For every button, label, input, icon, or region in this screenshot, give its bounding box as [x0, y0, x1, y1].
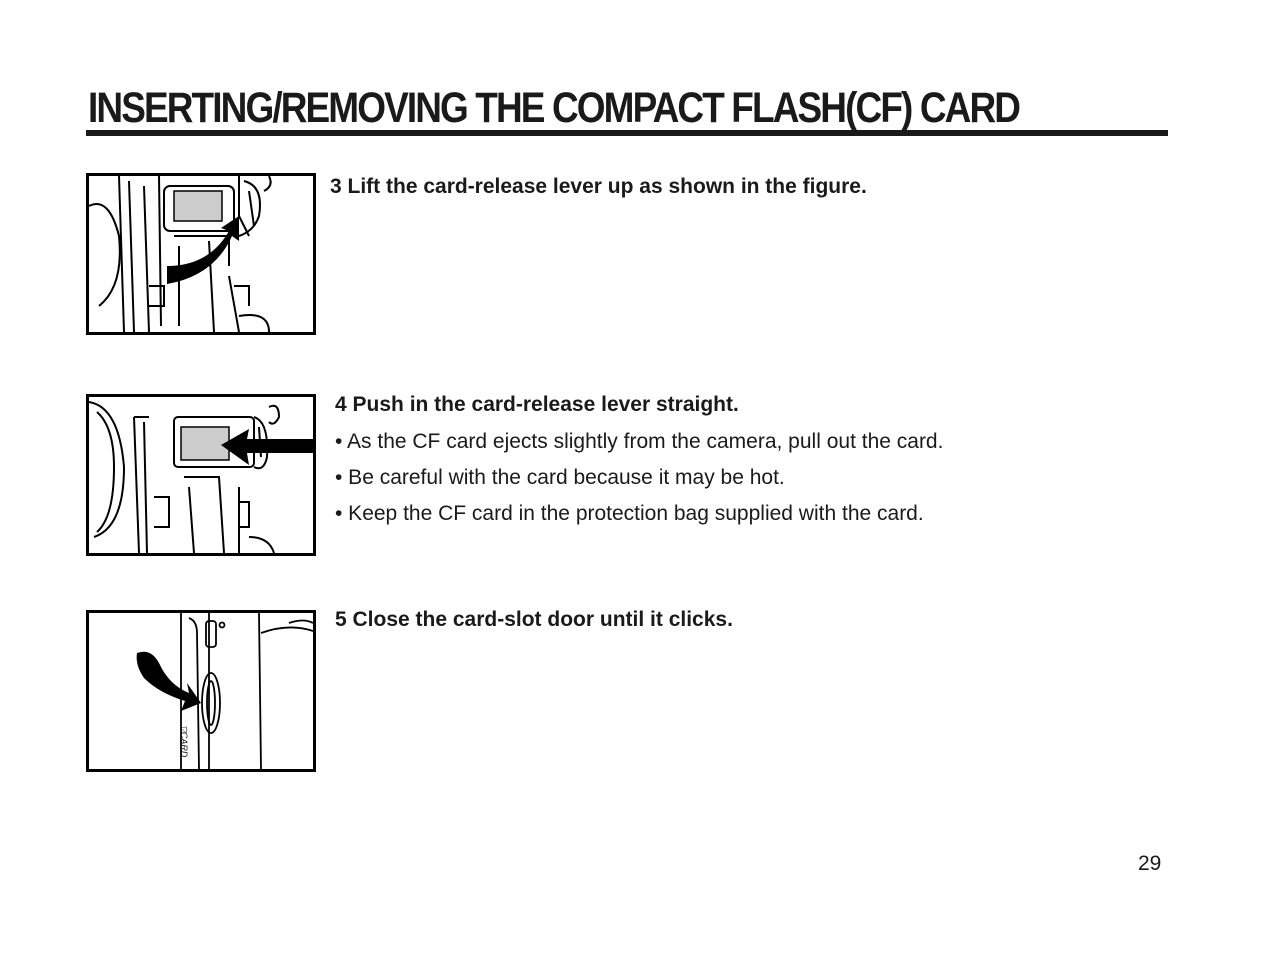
figure-step-5: ▽CARD: [86, 610, 316, 772]
camera-push-lever-illustration: [89, 401, 313, 553]
camera-close-door-illustration: [136, 613, 313, 769]
step-4-heading: 4 Push in the card-release lever straigh…: [335, 393, 739, 416]
figure-step-4: [86, 394, 316, 556]
figure-step-3: [86, 173, 316, 335]
step-4-bullet-1: • As the CF card ejects slightly from th…: [335, 430, 944, 453]
card-label: ▽CARD: [179, 725, 189, 758]
step-3-heading: 3 Lift the card-release lever up as show…: [330, 175, 867, 198]
step-5-heading: 5 Close the card-slot door until it clic…: [335, 608, 733, 631]
page-number: 29: [1138, 852, 1162, 875]
step-4-bullet-3: • Keep the CF card in the protection bag…: [335, 502, 924, 525]
title-underline: [86, 130, 1168, 136]
camera-lift-lever-illustration: [89, 176, 272, 332]
step-4-bullet-2: • Be careful with the card because it ma…: [335, 466, 785, 489]
page-title: INSERTING/REMOVING THE COMPACT FLASH(CF)…: [88, 84, 1021, 132]
